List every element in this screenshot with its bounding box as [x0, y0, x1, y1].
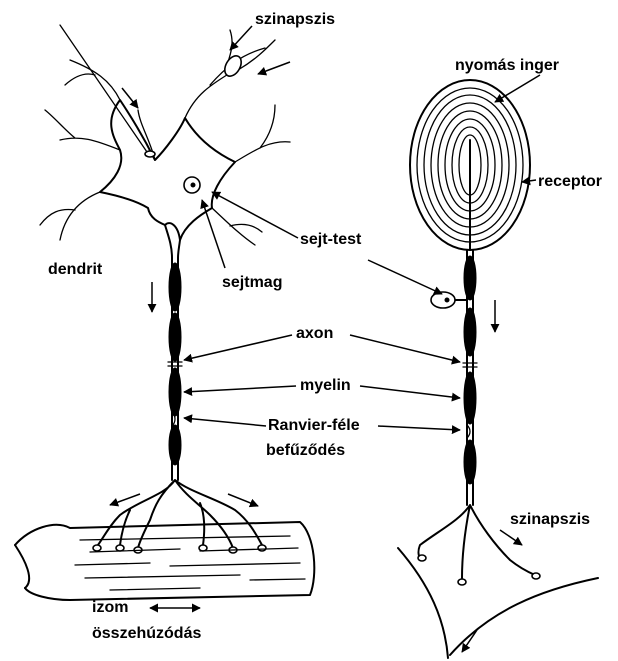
- ranvier-node: [463, 363, 477, 367]
- labels: szinapszis nyomás inger receptor sejt-te…: [48, 11, 602, 642]
- label-sejtmag: sejtmag: [222, 274, 282, 291]
- terminal-bulb: [532, 573, 540, 579]
- presynaptic-fiber: [60, 25, 147, 152]
- label-osszehuzodas: összehúzódás: [92, 625, 201, 642]
- label-szinapszis-top: szinapszis: [255, 11, 335, 28]
- signal-arrow: [258, 62, 290, 74]
- myelin-segment: [464, 440, 476, 484]
- label-ranvier-line2: befűződés: [266, 442, 345, 459]
- signal-arrow: [228, 494, 258, 506]
- cell-body: [100, 100, 235, 240]
- label-nyomas-inger: nyomás inger: [455, 57, 559, 74]
- terminal-bulb: [199, 545, 207, 551]
- sensory-cell-body: [431, 292, 455, 308]
- terminal-bulb: [418, 555, 426, 561]
- myelin-segment: [169, 263, 181, 311]
- myelin-segment: [464, 372, 476, 424]
- terminal-bulb: [93, 545, 101, 551]
- label-dendrit: dendrit: [48, 261, 103, 278]
- label-receptor: receptor: [538, 173, 602, 190]
- signal-arrow: [500, 530, 522, 545]
- pressure-receptor: [410, 80, 530, 250]
- sensory-nucleus: [445, 298, 449, 302]
- myelin-segment: [169, 368, 181, 416]
- label-izom: izom: [92, 599, 128, 616]
- pointer-lines: [150, 26, 540, 608]
- synapse-bulb: [145, 151, 155, 157]
- nucleolus: [191, 183, 195, 187]
- myelin-segment: [169, 313, 181, 361]
- sensory-neuron: [398, 80, 598, 658]
- ranvier-node: [168, 362, 182, 366]
- top-synapse-bulb: [221, 53, 244, 79]
- terminal-bulb: [458, 579, 466, 585]
- myelin-segment: [464, 256, 476, 300]
- label-myelin: myelin: [300, 377, 351, 394]
- target-cell: [398, 548, 598, 658]
- signal-arrow: [110, 494, 140, 505]
- label-axon: axon: [296, 325, 333, 342]
- muscle-fiber: [15, 522, 314, 600]
- myelin-segment: [169, 425, 181, 465]
- label-ranvier-line1: Ranvier-féle: [268, 417, 360, 434]
- myelin-segment: [464, 308, 476, 356]
- top-synapse-fiber: [238, 40, 275, 70]
- label-szinapszis-right: szinapszis: [510, 511, 590, 528]
- terminal-bulb: [258, 545, 266, 551]
- dendrite: [40, 30, 290, 245]
- terminal-bulb: [116, 545, 124, 551]
- label-sejt-test: sejt-test: [300, 231, 362, 248]
